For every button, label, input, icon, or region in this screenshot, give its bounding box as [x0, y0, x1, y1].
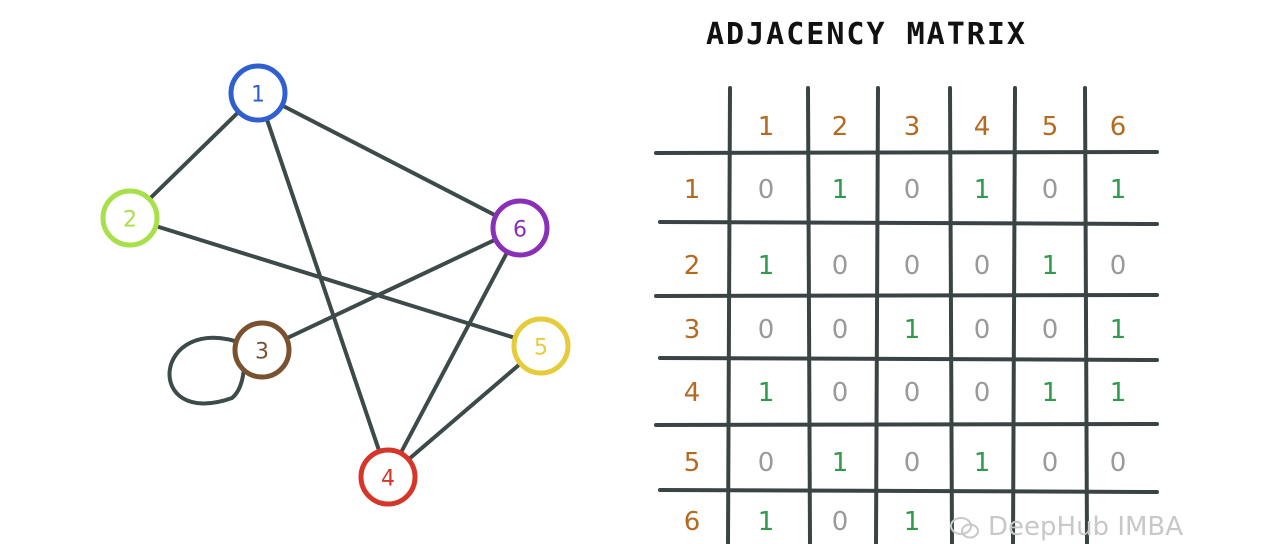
matrix-cell-r2-c5: 1 — [1042, 251, 1059, 281]
node-6-circle — [490, 198, 550, 258]
matrix-cell-r4-c1: 1 — [758, 378, 775, 408]
matrix-cell-r1-c3: 0 — [904, 175, 921, 205]
matrix-cell-r4-c2: 0 — [832, 378, 849, 408]
grid-line-horizontal — [658, 220, 1159, 226]
matrix-cell-r3-c2: 0 — [832, 315, 849, 345]
node-4: 4 — [358, 447, 418, 507]
node-5-circle — [511, 316, 571, 376]
node-3-label: 3 — [255, 340, 269, 365]
matrix-cell-r6-c2: 0 — [832, 507, 849, 537]
edge-4-5 — [386, 344, 543, 479]
watermark-text: DeepHub IMBA — [988, 512, 1184, 542]
col-header-5: 5 — [1042, 112, 1059, 142]
matrix-cell-r3-c4: 0 — [974, 315, 991, 345]
watermark: DeepHub IMBA — [950, 512, 1183, 542]
node-2-circle — [100, 188, 160, 248]
matrix-cell-r2-c4: 0 — [974, 251, 991, 281]
edge-1-4 — [256, 91, 390, 479]
node-5: 5 — [511, 316, 571, 376]
matrix-cell-r2-c2: 0 — [832, 251, 849, 281]
matrix-cell-r2-c3: 0 — [904, 251, 921, 281]
grid-line-vertical — [948, 86, 954, 544]
matrix-cell-r4-c3: 0 — [904, 378, 921, 408]
matrix-cell-r2-c1: 1 — [758, 251, 775, 281]
row-header-4: 4 — [684, 378, 701, 408]
edge-3-3-loop — [167, 335, 246, 406]
edge-1-6 — [256, 91, 522, 230]
matrix-cell-r4-c4: 0 — [974, 378, 991, 408]
matrix-cell-r3-c6: 1 — [1110, 315, 1127, 345]
grid-line-horizontal — [658, 488, 1159, 494]
node-2: 2 — [100, 188, 160, 248]
graph: 1 2 3 4 5 6 — [100, 63, 571, 507]
grid-line-vertical — [1011, 86, 1017, 544]
matrix-cell-r1-c1: 0 — [758, 175, 775, 205]
node-5-label: 5 — [534, 336, 548, 361]
matrix-cell-r1-c6: 1 — [1110, 175, 1127, 205]
grid-line-vertical — [1083, 86, 1089, 544]
matrix-cell-r5-c2: 1 — [832, 448, 849, 478]
matrix-cell-r4-c5: 1 — [1042, 378, 1059, 408]
grid-line-horizontal — [658, 356, 1159, 362]
matrix-cell-r6-c1: 1 — [758, 507, 775, 537]
matrix-cell-r5-c5: 0 — [1042, 448, 1059, 478]
node-3-circle — [232, 320, 292, 380]
matrix-cell-r3-c3: 1 — [904, 315, 921, 345]
matrix-cell-r6-c3: 1 — [904, 507, 921, 537]
matrix-cell-r4-c6: 1 — [1110, 378, 1127, 408]
row-header-2: 2 — [684, 251, 701, 281]
node-1: 1 — [228, 63, 288, 123]
node-1-label: 1 — [251, 83, 265, 108]
col-header-2: 2 — [832, 112, 849, 142]
matrix-cell-r5-c4: 1 — [974, 448, 991, 478]
grid-line-horizontal — [654, 150, 1159, 155]
col-header-3: 3 — [904, 112, 921, 142]
col-header-4: 4 — [974, 112, 991, 142]
node-1-circle — [228, 63, 288, 123]
matrix-cell-r1-c4: 1 — [974, 175, 991, 205]
matrix-cell-r5-c3: 0 — [904, 448, 921, 478]
matrix-cell-r1-c5: 0 — [1042, 175, 1059, 205]
node-4-label: 4 — [381, 467, 395, 492]
col-header-1: 1 — [758, 112, 775, 142]
edge-1-2 — [128, 91, 260, 220]
node-2-label: 2 — [123, 208, 137, 233]
matrix-cell-r1-c2: 1 — [832, 175, 849, 205]
grid-line-horizontal — [654, 293, 1159, 298]
edge-4-6 — [386, 226, 522, 479]
matrix-cell-r3-c5: 0 — [1042, 315, 1059, 345]
matrix-title: ADJACENCY MATRIX — [706, 17, 1027, 52]
node-4-circle — [358, 447, 418, 507]
row-header-6: 6 — [684, 507, 701, 537]
row-header-1: 1 — [684, 175, 701, 205]
grid-line-vertical — [806, 86, 812, 544]
row-header-3: 3 — [684, 315, 701, 345]
row-header-5: 5 — [684, 448, 701, 478]
edge-2-5 — [128, 216, 543, 348]
matrix-cell-r3-c1: 0 — [758, 315, 775, 345]
grid-line-vertical — [726, 86, 732, 544]
wechat-icon — [950, 516, 979, 538]
grid-line-horizontal — [654, 422, 1159, 427]
matrix-cell-r2-c6: 0 — [1110, 251, 1127, 281]
node-3: 3 — [232, 320, 292, 380]
node-6: 6 — [490, 198, 550, 258]
grid-line-vertical — [874, 86, 880, 544]
matrix-cell-r5-c1: 0 — [758, 448, 775, 478]
edge-3-6 — [260, 226, 522, 352]
col-header-6: 6 — [1110, 112, 1127, 142]
matrix-cell-r5-c6: 0 — [1110, 448, 1127, 478]
adjacency-matrix: 1 2 3 4 5 6 1 0 1 0 1 0 1 2 1 0 0 0 1 0 3 0 0 1 0 0 1 4 1 0 0 0 1 1 5 0 1 0 1 0… — [654, 86, 1159, 544]
node-6-label: 6 — [513, 218, 527, 243]
